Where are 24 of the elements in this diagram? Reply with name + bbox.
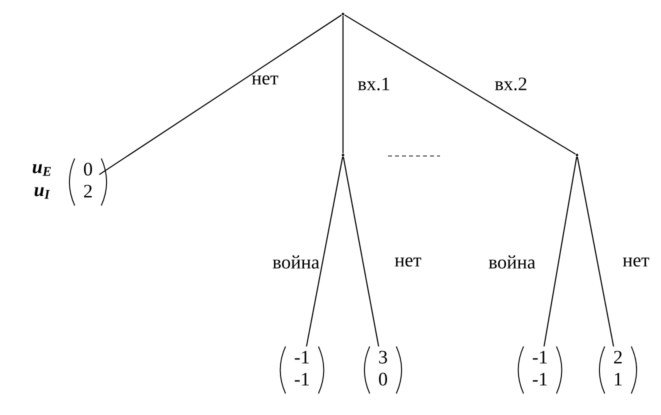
branch-point	[576, 154, 578, 156]
branch-line	[342, 156, 380, 347]
edge-label: нет	[622, 257, 650, 267]
payoff-label: u$_{E}$	[32, 164, 51, 176]
payoff-vector: 0 2	[68, 158, 108, 206]
payoff-vector: -1 -1	[518, 346, 562, 394]
edge-label: война	[272, 255, 320, 269]
branch-point	[342, 12, 344, 16]
edge-label: вх.1	[358, 78, 390, 90]
payoff-vector: -1 -1	[280, 346, 324, 394]
branch-line	[342, 16, 344, 154]
branch-line	[576, 156, 614, 347]
payoff-vector: 2 1	[598, 346, 638, 394]
edge-label: нет	[394, 257, 422, 267]
branch-line	[544, 156, 578, 347]
edge-label: нет	[252, 75, 278, 85]
edge-label: война	[488, 255, 536, 269]
branch-line	[306, 156, 344, 347]
payoff-vector: 3 0	[364, 346, 402, 394]
branch-line	[99, 14, 342, 176]
payoff-label: u$_{I}$	[34, 187, 50, 199]
branch-line	[344, 14, 576, 155]
branch-point	[342, 154, 344, 156]
edge-label: вх.2	[495, 78, 526, 90]
